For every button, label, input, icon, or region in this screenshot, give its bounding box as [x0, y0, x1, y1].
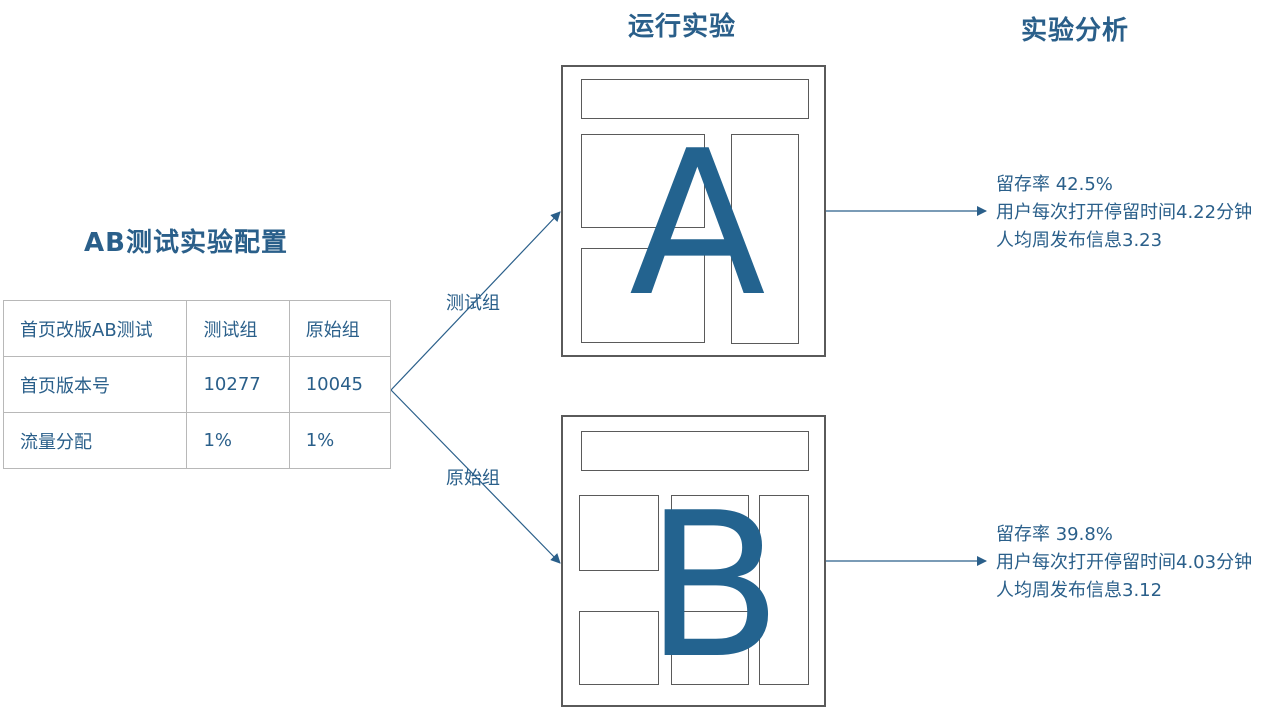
- table-cell: 流量分配: [2, 412, 188, 469]
- wireframe-block: [581, 134, 705, 228]
- wireframe-block: [579, 495, 659, 571]
- wireframe-sidebar-block: [759, 495, 809, 685]
- wireframe-block: [671, 611, 749, 685]
- variant-a-letter: A: [629, 108, 766, 341]
- page-a-wireframe: A: [561, 65, 826, 357]
- table-cell: 测试组: [186, 300, 290, 357]
- test-group-label: 测试组: [446, 293, 500, 314]
- wireframe-header-block: [581, 431, 809, 471]
- table-cell: 1%: [288, 412, 392, 469]
- table-row: 首页改版AB测试 测试组 原始组: [2, 300, 392, 357]
- results-a: 留存率 42.5% 用户每次打开停留时间4.22分钟 人均周发布信息3.23: [996, 171, 1252, 255]
- table-cell: 10277: [186, 356, 290, 413]
- table-row: 流量分配 1% 1%: [2, 412, 392, 469]
- wireframe-sidebar-block: [731, 134, 799, 344]
- retention-metric: 留存率 42.5%: [996, 174, 1113, 195]
- duration-metric: 用户每次打开停留时间4.03分钟: [996, 552, 1253, 573]
- wireframe-header-block: [581, 79, 809, 119]
- page-b-wireframe: B: [561, 415, 826, 707]
- posts-metric: 人均周发布信息3.23: [996, 230, 1163, 251]
- arrow-to-page-a: [390, 211, 561, 391]
- duration-metric: 用户每次打开停留时间4.22分钟: [996, 202, 1253, 223]
- analysis-heading: 实验分析: [1021, 16, 1130, 46]
- config-heading: AB测试实验配置: [84, 228, 288, 258]
- wireframe-block: [671, 495, 749, 571]
- table-cell: 1%: [186, 412, 290, 469]
- variant-b-letter: B: [645, 470, 783, 703]
- original-group-label: 原始组: [446, 468, 500, 489]
- arrow-to-page-b: [390, 389, 561, 564]
- table-row: 首页版本号 10277 10045: [2, 356, 392, 413]
- run-heading: 运行实验: [628, 12, 737, 42]
- table-cell: 10045: [288, 356, 392, 413]
- table-cell: 原始组: [288, 300, 392, 357]
- wireframe-block: [581, 248, 705, 343]
- retention-metric: 留存率 39.8%: [996, 524, 1113, 545]
- posts-metric: 人均周发布信息3.12: [996, 580, 1163, 601]
- config-table: 首页改版AB测试 测试组 原始组 首页版本号 10277 10045 流量分配 …: [2, 300, 392, 469]
- table-cell: 首页改版AB测试: [2, 300, 188, 357]
- wireframe-block: [579, 611, 659, 685]
- table-cell: 首页版本号: [2, 356, 188, 413]
- results-b: 留存率 39.8% 用户每次打开停留时间4.03分钟 人均周发布信息3.12: [996, 521, 1252, 605]
